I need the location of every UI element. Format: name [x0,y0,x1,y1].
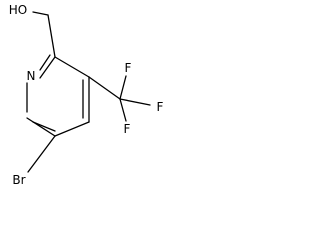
bond-c2-n1 [39,56,56,79]
bond-c2-n1-double [39,54,51,71]
bond-methylene-c2 [47,14,56,58]
atom-labels: HO N F F F Br [9,3,164,187]
bonds [26,11,151,173]
fluorine-bottom-label: F [124,122,131,136]
hydroxyl-label: HO [9,3,27,17]
bond-c5-c4 [54,121,90,137]
bond-c3-cf3 [88,76,121,100]
fluorine-right-label: F [157,100,164,114]
bond-c5-bromine [27,135,56,173]
bond-c6-c5-double [32,121,56,132]
fluorine-top-label: F [125,61,132,75]
bond-c6-c5 [26,117,56,137]
bond-cf3-fluorine-top [119,75,127,100]
bond-c3-c2 [54,56,90,78]
nitrogen-label: N [27,69,36,83]
chemical-structure: HO N F F F Br [9,3,164,187]
bond-oxygen-methylene [32,11,49,16]
bond-cf3-fluorine-right [119,98,151,106]
bond-cf3-fluorine-bottom [119,98,127,122]
bromine-label: Br [12,173,25,187]
